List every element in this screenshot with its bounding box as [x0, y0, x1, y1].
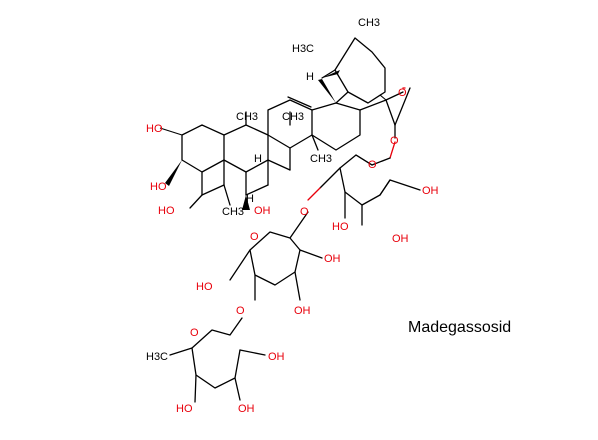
- label-oh-g2c: OH: [294, 305, 311, 317]
- label-ch3-top: CH3: [358, 17, 380, 29]
- label-h-mid2: H: [246, 193, 254, 205]
- label-h-mid1: H: [254, 153, 262, 165]
- label-ho-g2b: HO: [196, 281, 213, 293]
- label-ch3-b: CH3: [282, 111, 304, 123]
- glucose-2-bonds: [229, 211, 323, 301]
- label-o-ring3: O: [190, 327, 199, 339]
- label-ch3-d: CH3: [222, 206, 244, 218]
- label-oh-g1a: OH: [422, 185, 439, 197]
- glucose-1-bonds: [307, 154, 421, 226]
- label-ch3-a: CH3: [236, 111, 258, 123]
- aglycone-bonds: [181, 37, 404, 209]
- label-oh-r3: OH: [238, 403, 255, 415]
- label-ho-2: HO: [150, 181, 167, 193]
- label-ho-1: HO: [146, 123, 163, 135]
- label-oh-r1: OH: [268, 351, 285, 363]
- label-ho-3: HO: [158, 205, 175, 217]
- label-ho-g1b: HO: [332, 221, 349, 233]
- label-ho-r2: HO: [176, 403, 193, 415]
- compound-name: Madegassosid: [408, 319, 512, 336]
- ester-group: [389, 87, 411, 159]
- label-o-carbonyl: O: [398, 87, 407, 99]
- label-ch3-c: CH3: [310, 153, 332, 165]
- label-o-ring2: O: [250, 231, 259, 243]
- rhamnose-bonds: [169, 317, 266, 403]
- label-o-link1: O: [300, 206, 309, 218]
- label-oh-1: OH: [254, 205, 271, 217]
- label-o-ester: O: [390, 135, 399, 147]
- label-oh-g2a: OH: [324, 253, 341, 265]
- label-h3c-top: H3C: [292, 43, 314, 55]
- label-oh-g1c: OH: [392, 233, 409, 245]
- atom-labels: CH3 H3C H CH3 CH3 CH3 H H CH3 HO HO HO O…: [146, 17, 439, 415]
- label-h3c-rha: H3C: [146, 351, 168, 363]
- label-o-ring1: O: [368, 159, 377, 171]
- label-h-top: H: [306, 71, 314, 83]
- label-o-link2: O: [236, 305, 245, 317]
- aglycone-stereo: [159, 70, 387, 210]
